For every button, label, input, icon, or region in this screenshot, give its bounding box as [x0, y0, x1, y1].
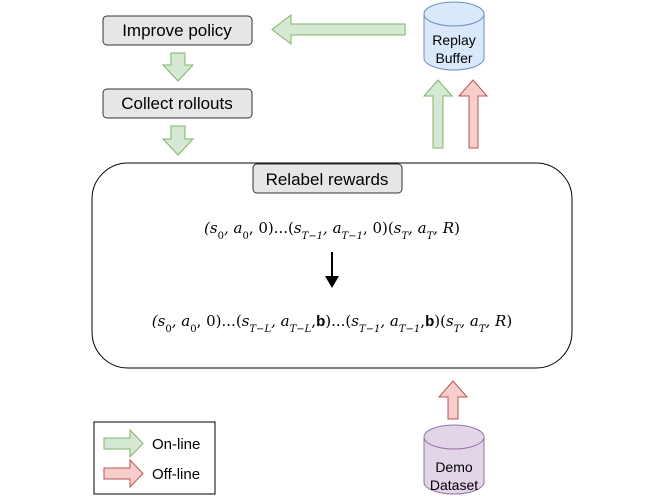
- online-arrow-buffer-to-improve: [271, 13, 406, 46]
- relabel-rewards-node[interactable]: Relabel rewards: [252, 163, 403, 194]
- improve-policy-node[interactable]: Improve policy: [102, 15, 253, 46]
- demo-dataset-label-line2: Dataset: [430, 477, 478, 493]
- legend-online-label: On-line: [152, 436, 200, 453]
- replay-buffer-label-line2: Buffer: [435, 50, 472, 66]
- formula-bottom: (s0, a0, 0)...(sT−L, aT−L,b)...(sT−1, aT…: [152, 312, 512, 335]
- offline-arrow-relabel-to-buffer: [457, 79, 489, 149]
- legend-offline-label: Off-line: [152, 466, 200, 483]
- online-arrow-collect-to-relabel: [161, 125, 195, 156]
- online-arrow-improve-to-collect: [161, 52, 195, 82]
- formula-top: (s0, a0, 0)...(sT−1, aT−1, 0)(sT, aT, R): [204, 219, 460, 242]
- transform-arrow: [325, 252, 339, 288]
- collect-rollouts-node[interactable]: Collect rollouts: [102, 88, 253, 119]
- replay-buffer-label-line1: Replay: [432, 32, 476, 48]
- legend-online-swatch: [103, 428, 144, 459]
- collect-rollouts-label: Collect rollouts: [121, 94, 233, 113]
- relabel-rewards-label: Relabel rewards: [266, 170, 389, 189]
- improve-policy-label: Improve policy: [122, 21, 232, 40]
- online-arrow-relabel-to-buffer: [422, 79, 454, 149]
- replay-buffer-node[interactable]: Replay Buffer: [423, 1, 485, 71]
- legend: On-line Off-line: [93, 421, 216, 495]
- demo-dataset-node[interactable]: Demo Dataset: [423, 424, 485, 495]
- offline-arrow-dataset-to-relabel: [437, 380, 469, 420]
- legend-offline-swatch: [103, 458, 144, 489]
- demo-dataset-label-line1: Demo: [435, 459, 473, 475]
